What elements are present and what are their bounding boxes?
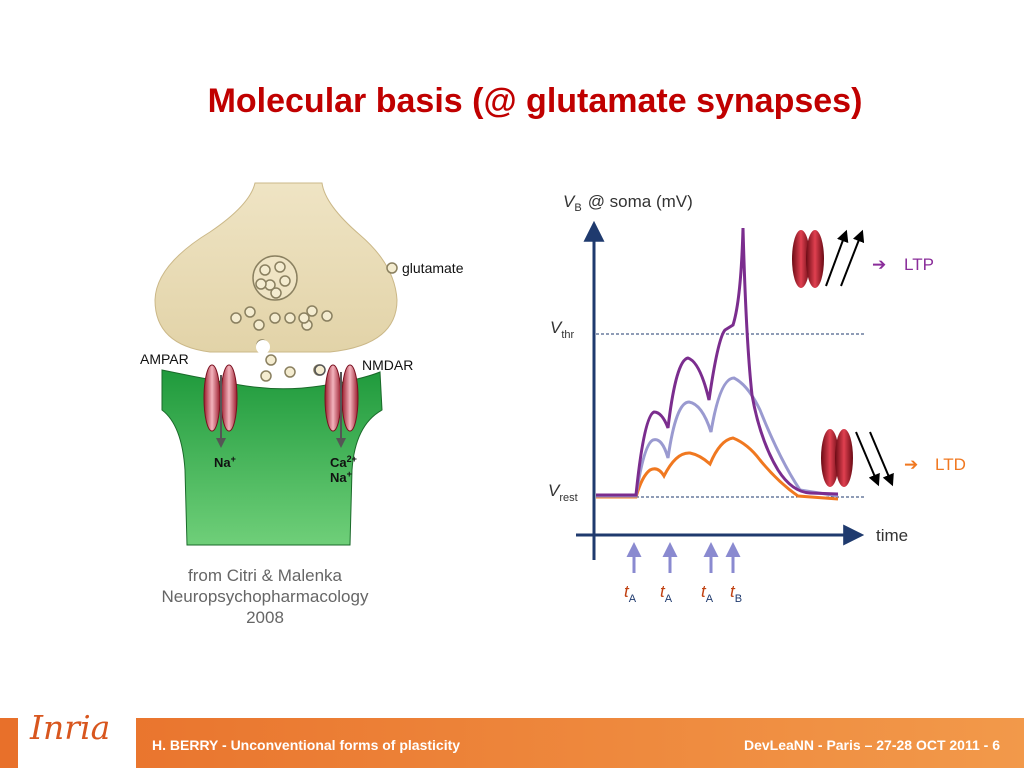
na-label: Na+: [214, 454, 236, 470]
trace-ltd: [596, 436, 839, 501]
ltp-label: LTP: [904, 255, 934, 274]
ltd-arrow-icon: ➔: [904, 455, 918, 474]
trace-ltp: [596, 227, 839, 497]
na-sup: +: [231, 454, 236, 464]
footer-bar: [0, 718, 1024, 768]
na-text: Na: [214, 455, 231, 470]
na2-label: Na+: [330, 469, 352, 485]
ampar-label: AMPAR: [140, 351, 189, 367]
ca-text: Ca: [330, 455, 347, 470]
ca-sup: 2+: [347, 454, 357, 464]
t2-t: t: [660, 582, 666, 601]
ampar-channel: [203, 364, 238, 432]
na2-text: Na: [330, 470, 347, 485]
vthr-v: V: [550, 318, 563, 337]
credit-line-1: from Citri & Malenka: [188, 566, 342, 585]
footer-right-text: DevLeaNN - Paris – 27-28 OCT 2011 - 6: [743, 737, 1000, 753]
t3-sub: A: [706, 593, 714, 605]
figure-credit: from Citri & Malenka Neuropsychopharmaco…: [120, 565, 410, 628]
slide-title: Molecular basis (@ glutamate synapses): [207, 82, 863, 120]
vthr-label: Vthr: [550, 318, 575, 341]
logo-box: [18, 705, 136, 768]
t3-t: t: [701, 582, 707, 601]
glutamate-molecules: [230, 261, 333, 382]
ltp-channel-icon: [792, 230, 824, 288]
y-axis-v: V: [563, 192, 576, 211]
x-axis-label: time: [876, 526, 908, 545]
na2-sup: +: [347, 469, 352, 479]
vthr-sub: thr: [561, 329, 574, 341]
y-axis-label: VB @ soma (mV): [563, 192, 693, 214]
ltp-arrow-icon: ➔: [872, 255, 886, 274]
mg-block: [314, 364, 326, 376]
ltp-arrows-icon: [825, 229, 865, 287]
voltage-plot: VB@ soma (mV) time Vthr Vrest tA tA tA t…: [548, 192, 966, 605]
vrest-v: V: [548, 481, 561, 500]
vrest-sub: rest: [559, 492, 577, 504]
ca-label: Ca2+: [330, 454, 357, 470]
t2-sub: A: [665, 593, 673, 605]
t-label-3: tA: [701, 582, 714, 605]
inria-logo: Inria: [30, 708, 111, 747]
nmdar-label: NMDAR: [362, 357, 413, 373]
time-markers: [626, 542, 741, 573]
t1-t: t: [624, 582, 630, 601]
trace-baseline: [596, 376, 839, 498]
t-label-1: tA: [624, 582, 637, 605]
t-label-2: tA: [660, 582, 673, 605]
y-axis-sub: B: [574, 202, 581, 214]
t4-t: t: [730, 582, 736, 601]
credit-line-2: Neuropsychopharmacology: [161, 587, 369, 606]
synapse-illustration: glutamate AMPAR NMDAR Na+ Ca2+ Na+: [140, 182, 464, 546]
credit-line-3: 2008: [246, 608, 284, 627]
glutamate-legend-icon: [386, 262, 398, 274]
ltd-channel-icon: [821, 429, 853, 487]
footer-left-text: H. BERRY - Unconventional forms of plast…: [152, 737, 461, 753]
t4-sub: B: [735, 593, 742, 605]
nmdar-channel: [324, 364, 359, 432]
y-axis-rest: @ soma (mV): [588, 192, 693, 211]
ltd-label: LTD: [935, 455, 966, 474]
ltd-arrows-icon: [855, 431, 894, 487]
vrest-label: Vrest: [548, 481, 578, 504]
glutamate-label: glutamate: [402, 260, 464, 276]
t-label-4: tB: [730, 582, 742, 605]
t1-sub: A: [629, 593, 637, 605]
